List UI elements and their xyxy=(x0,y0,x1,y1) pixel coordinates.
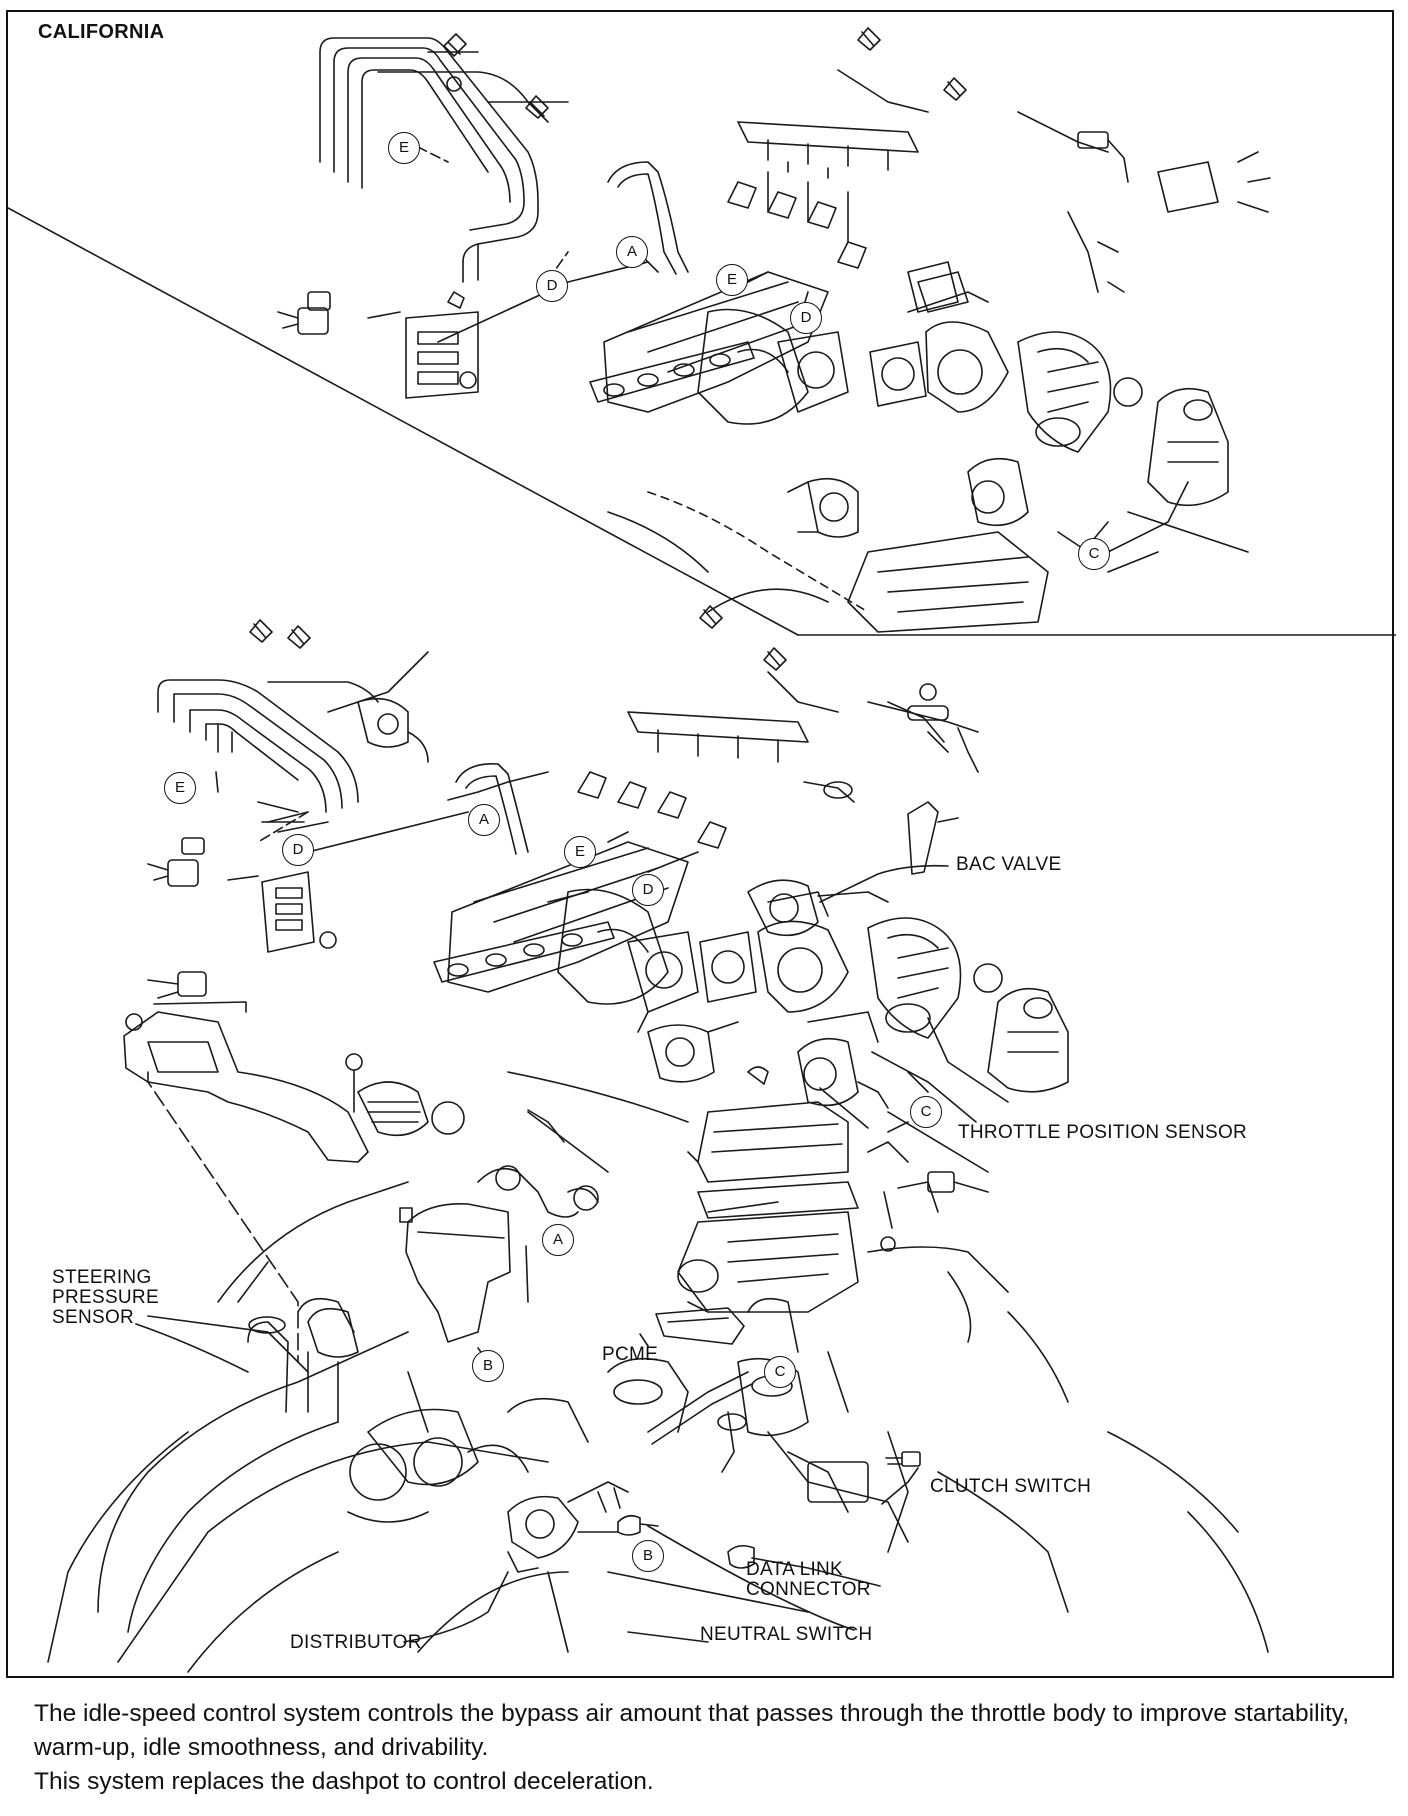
top-engine-bay-outline xyxy=(607,491,1249,613)
callout-main-b-chassis: B xyxy=(472,1350,504,1382)
main-throttle-cable xyxy=(867,683,979,773)
main-resonator xyxy=(399,1165,599,1343)
callout-main-d-manifold: D xyxy=(632,874,664,906)
main-pipe-a xyxy=(455,763,549,855)
top-intake-manifold xyxy=(603,271,829,425)
top-vacuum-hoses xyxy=(319,37,569,283)
main-hose-c xyxy=(647,1371,753,1473)
label-bac-valve: BAC VALVE xyxy=(956,854,1062,875)
main-intake-manifold xyxy=(447,841,689,1005)
main-throttle-body xyxy=(627,891,879,1043)
label-distributor: DISTRIBUTOR xyxy=(290,1632,422,1653)
top-gasket xyxy=(589,341,755,403)
label-clutch-switch: CLUTCH SWITCH xyxy=(930,1476,1092,1497)
label-pcme: PCME xyxy=(602,1344,659,1365)
callout-top-a-pipe: A xyxy=(616,236,648,268)
top-pipe-a xyxy=(607,161,689,275)
caption-paragraph-2: This system replaces the dashpot to cont… xyxy=(34,1768,654,1795)
label-throttle-position-sensor: THROTTLE POSITION SENSOR xyxy=(958,1122,1248,1143)
callout-top-d-harness: D xyxy=(536,270,568,302)
neutral-switch-part xyxy=(617,1514,755,1569)
callout-main-a-chassis: A xyxy=(542,1224,574,1256)
callout-top-e-manifold: E xyxy=(716,264,748,296)
main-left-air-duct xyxy=(123,1011,465,1163)
callout-main-a-pipe: A xyxy=(468,804,500,836)
top-right-connectors xyxy=(1017,111,1271,293)
label-neutral-switch: NEUTRAL SWITCH xyxy=(700,1624,873,1645)
main-gasket xyxy=(433,921,615,983)
callout-main-e-manifold: E xyxy=(564,836,596,868)
main-air-cleaner xyxy=(677,1101,989,1313)
main-air-flow-meter xyxy=(797,1037,889,1109)
section-title-california: CALIFORNIA xyxy=(38,21,165,43)
description-caption: The idle-speed control system controls t… xyxy=(34,1697,1394,1799)
callout-top-c-intake: C xyxy=(1078,538,1110,570)
vehicle-body-outline xyxy=(47,1071,1269,1673)
caption-paragraph-1: The idle-speed control system controls t… xyxy=(34,1700,1350,1761)
engine-block xyxy=(247,1297,909,1543)
top-throttle-body xyxy=(777,271,1009,413)
clutch-switch-part xyxy=(885,1451,921,1467)
main-bolts xyxy=(249,605,787,671)
top-leader-lines xyxy=(403,139,1189,553)
main-vacuum-hoses xyxy=(157,679,429,833)
label-steering-pressure-sensor: STEERING PRESSURE SENSOR xyxy=(52,1267,159,1328)
main-leader-lines xyxy=(147,651,1009,1433)
distributor-unit xyxy=(507,1481,629,1573)
callout-main-c-intake: C xyxy=(910,1096,942,1128)
main-intake-duct xyxy=(867,917,1069,1093)
callout-main-e-hoses: E xyxy=(164,772,196,804)
top-solenoid-bracket xyxy=(277,261,649,399)
main-solenoid-bracket xyxy=(147,811,469,1013)
callout-top-e-hoses: E xyxy=(388,132,420,164)
main-view xyxy=(47,605,1269,1673)
top-bolts xyxy=(443,27,967,119)
callout-top-d-manifold: D xyxy=(790,302,822,334)
main-fuel-rail xyxy=(577,671,949,849)
diagram-frame: CALIFORNIA E D A E D C E D A E D C A B C… xyxy=(6,10,1396,1678)
label-data-link-connector: DATA LINK CONNECTOR xyxy=(746,1559,871,1600)
exploded-view-illustration xyxy=(8,27,1396,1673)
top-intake-duct xyxy=(1017,331,1229,507)
section-divider xyxy=(8,207,1396,636)
callout-main-d-harness: D xyxy=(282,834,314,866)
top-air-flow-meter xyxy=(847,457,1049,633)
main-lower-valve xyxy=(637,1011,769,1085)
callout-main-c-chassis: C xyxy=(764,1356,796,1388)
callout-main-b-lower: B xyxy=(632,1540,664,1572)
california-view xyxy=(277,27,1271,633)
label-leaders xyxy=(135,864,977,1643)
top-fuel-rail xyxy=(727,69,929,269)
main-bac-valve xyxy=(747,801,959,937)
top-bac-valve xyxy=(787,261,959,538)
pcme-unit xyxy=(655,1307,745,1345)
